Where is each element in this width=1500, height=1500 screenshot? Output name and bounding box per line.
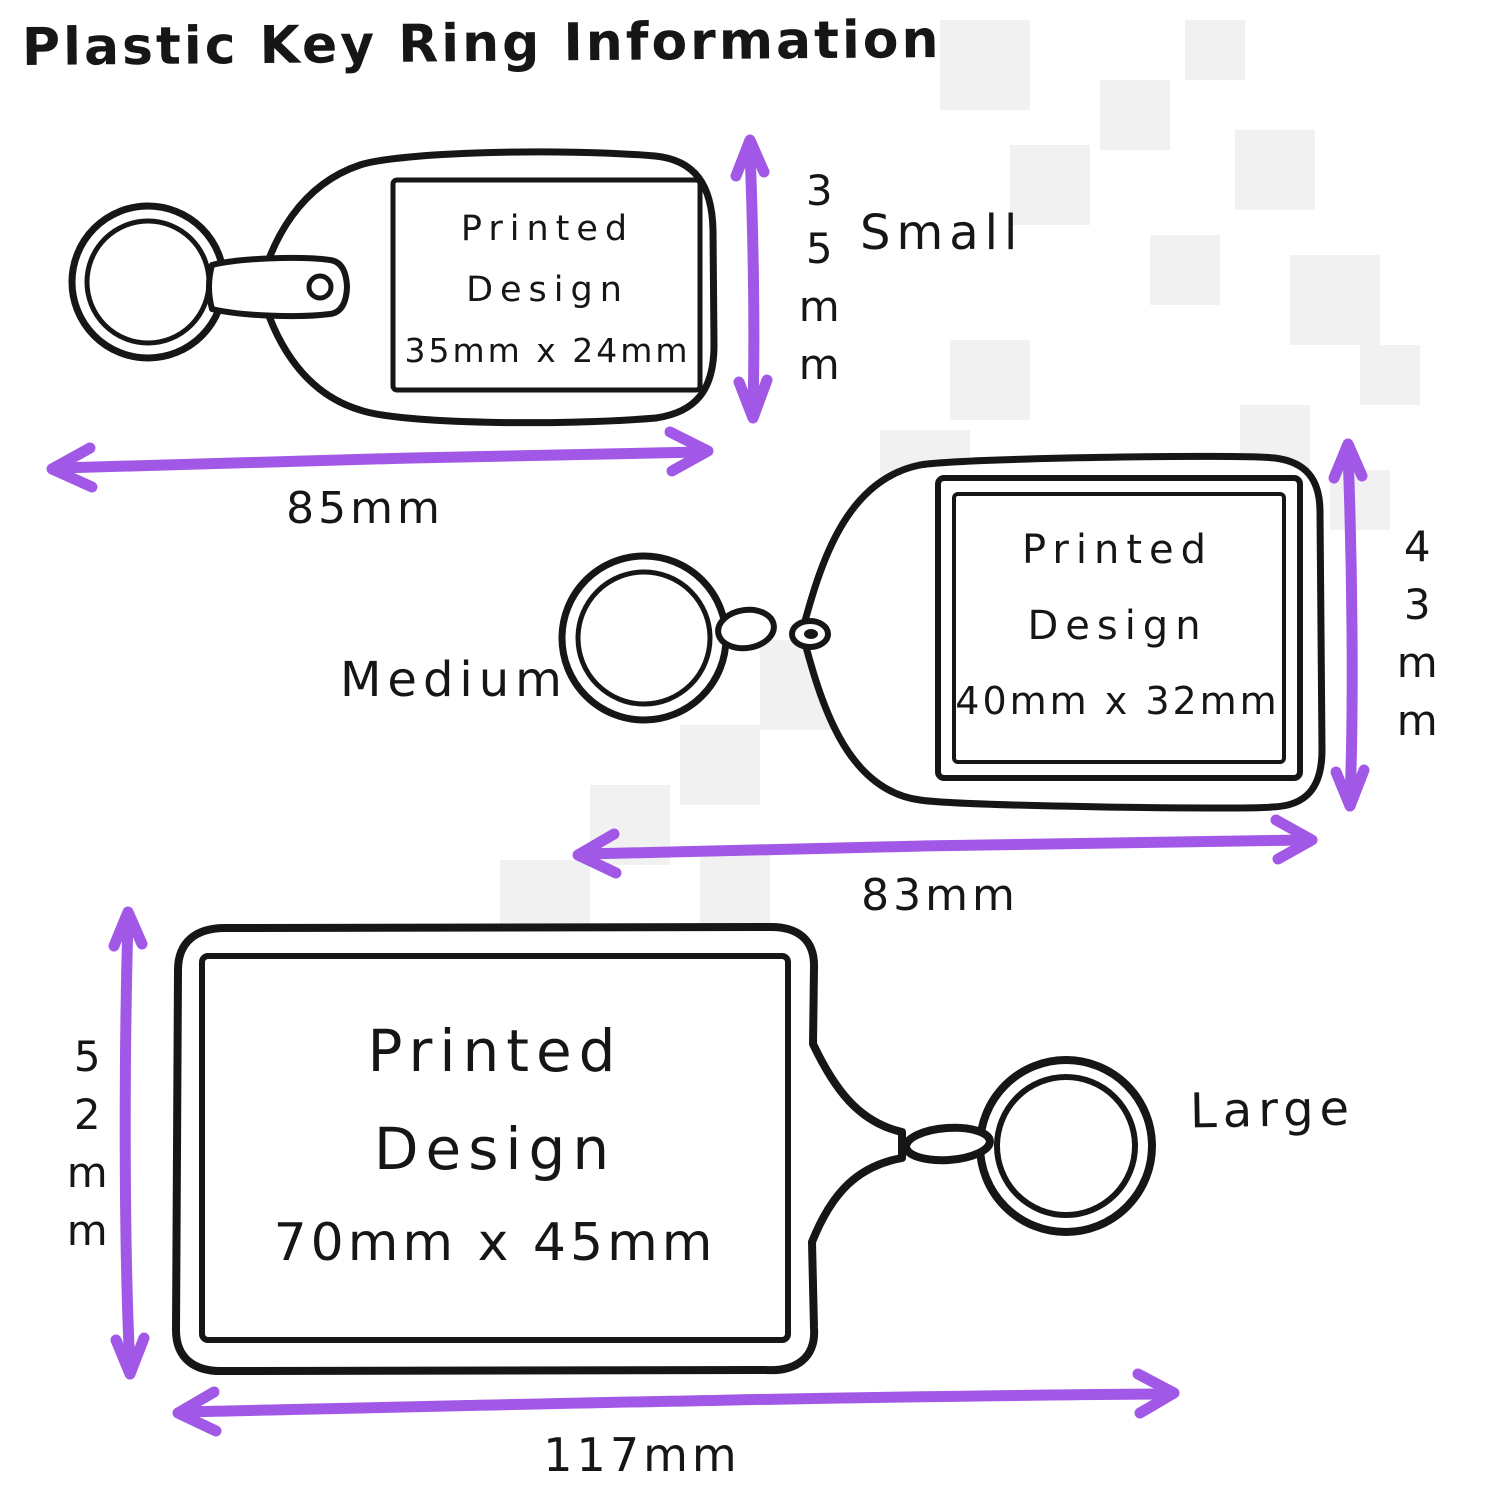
small-ring-inner — [84, 218, 212, 346]
small-height-label: 35mm — [798, 166, 840, 389]
large-printed-label: Printed — [367, 1017, 623, 1085]
medium-design-area — [952, 492, 1286, 764]
small-width-label: 85mm — [286, 483, 444, 534]
medium-design-bezel — [935, 475, 1303, 781]
medium-height-arrow — [1328, 438, 1370, 812]
large-keyring-body — [172, 922, 906, 1376]
medium-link — [715, 606, 777, 652]
medium-design-block: Printed Design 40mm x 32mm — [940, 512, 1295, 738]
dimension-arrows — [46, 134, 1370, 1437]
medium-design-label: Design — [1027, 603, 1208, 649]
large-design-size: 70mm x 45mm — [273, 1213, 717, 1273]
small-ring-outer — [68, 202, 228, 362]
large-keyring-drawing — [172, 922, 1156, 1376]
large-width-arrow — [172, 1368, 1180, 1437]
small-design-block: Printed Design 35mm x 24mm — [395, 198, 700, 380]
medium-height-label: 43mm — [1396, 522, 1438, 745]
small-width-arrow — [46, 426, 714, 493]
small-tab-rivet — [306, 273, 334, 301]
small-design-area — [390, 177, 703, 393]
small-design-size: 35mm x 24mm — [404, 330, 691, 370]
medium-ring-outer — [558, 552, 730, 724]
large-width-label: 117mm — [543, 1428, 741, 1482]
medium-size-label: Medium — [340, 652, 568, 708]
small-keyring-body — [256, 148, 718, 427]
small-size-label: Small — [860, 205, 1024, 261]
large-design-label: Design — [373, 1115, 617, 1183]
large-height-label: 52mm — [66, 1032, 108, 1255]
medium-width-label: 83mm — [861, 870, 1019, 921]
large-design-block: Printed Design 70mm x 45mm — [212, 1002, 778, 1288]
medium-width-arrow — [572, 814, 1318, 879]
medium-keyring-drawing — [558, 452, 1326, 812]
medium-design-size: 40mm x 32mm — [955, 679, 1280, 723]
medium-keyring-body — [798, 452, 1326, 812]
small-keyring-tab — [206, 254, 350, 320]
small-height-arrow — [730, 134, 773, 424]
diagram-title: Plastic Key Ring Information — [21, 9, 942, 79]
large-height-arrow — [108, 906, 150, 1380]
medium-printed-label: Printed — [1021, 527, 1213, 573]
medium-ring-inner — [575, 569, 713, 707]
large-ring-outer — [976, 1056, 1156, 1236]
large-design-area — [199, 953, 791, 1343]
large-size-label: Large — [1189, 1080, 1356, 1140]
medium-link-pin — [804, 629, 818, 639]
large-ring-inner — [994, 1074, 1138, 1218]
large-link — [902, 1123, 994, 1165]
small-keyring-drawing — [68, 148, 718, 427]
small-design-label: Design — [466, 269, 629, 310]
small-printed-label: Printed — [460, 208, 635, 249]
